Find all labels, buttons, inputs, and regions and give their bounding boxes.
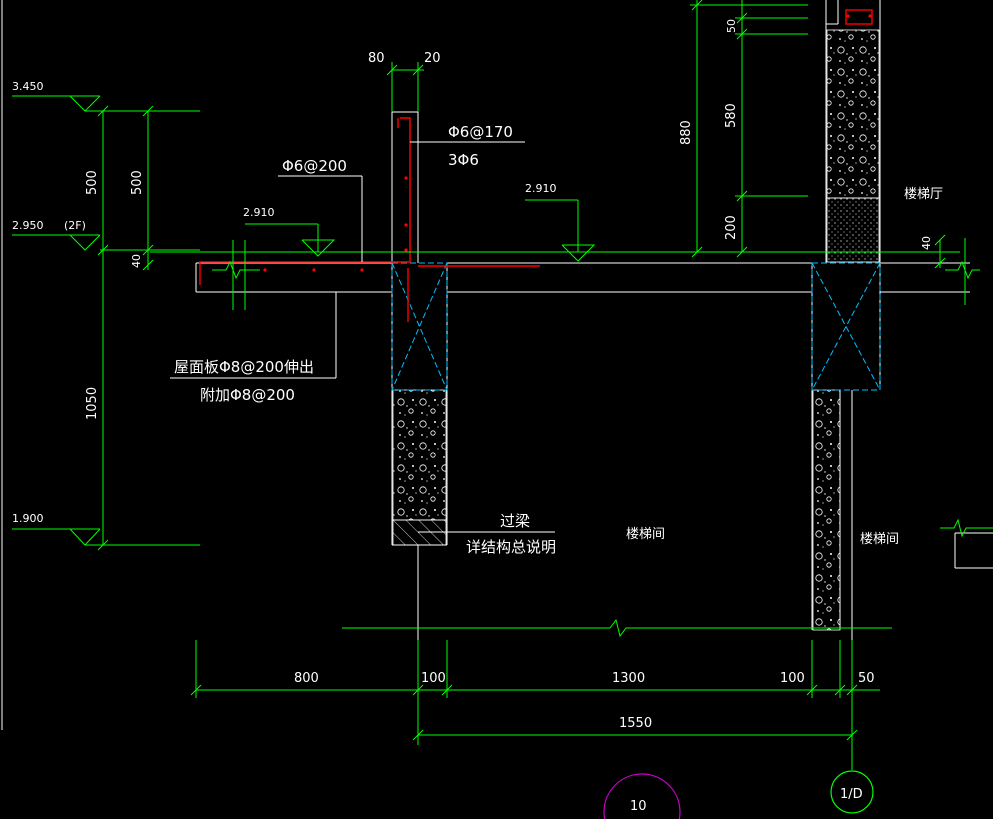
wall-left-concrete <box>392 389 447 521</box>
bottom-dims <box>190 640 880 770</box>
elev-3450: 3.450 <box>12 80 44 93</box>
hdim-50: 50 <box>858 671 875 686</box>
vdim-500-outer: 500 <box>85 170 100 195</box>
dim-80: 80 <box>368 51 385 66</box>
vdim-580: 580 <box>724 103 739 128</box>
axis-label-10: 10 <box>630 799 647 814</box>
label-3phi6: 3Φ6 <box>448 151 479 169</box>
hdim-800: 800 <box>294 671 319 686</box>
elev-2950-floor: (2F) <box>64 219 86 232</box>
elev-2950: 2.950 <box>12 219 44 232</box>
room-stair-right: 楼梯间 <box>860 532 899 547</box>
leader-lines <box>170 141 555 533</box>
right-vertical-dims <box>690 0 946 269</box>
hdim-1550: 1550 <box>619 716 652 731</box>
note-lintel-ref: 详结构总说明 <box>466 538 556 556</box>
label-phi6-170: Φ6@170 <box>448 123 513 141</box>
room-stair-center: 楼梯间 <box>626 527 665 542</box>
top-dims <box>386 62 424 112</box>
vdim-500-inner: 500 <box>130 170 145 195</box>
vdim-40-left: 40 <box>130 254 143 268</box>
elev-2910-symbols <box>245 199 596 262</box>
break-lines <box>150 238 993 638</box>
room-stair-hall: 楼梯厅 <box>904 187 943 202</box>
vdim-880: 880 <box>679 120 694 145</box>
rebar-dots <box>263 14 872 272</box>
hdim-100-left: 100 <box>421 671 446 686</box>
rebar <box>199 9 873 322</box>
hdim-1300: 1300 <box>612 671 645 686</box>
wall-right-dots <box>826 197 880 263</box>
axis-bubble-10 <box>603 773 681 819</box>
vdim-1050: 1050 <box>85 387 100 420</box>
axis-bubble-1d <box>830 770 874 814</box>
vdim-50-top: 50 <box>725 19 738 33</box>
beam-cross-hatch <box>391 262 881 391</box>
label-roof-slab: 屋面板Φ8@200伸出 <box>174 358 314 376</box>
wall-right-concrete-upper <box>826 29 880 199</box>
vdim-200: 200 <box>724 215 739 240</box>
wall-right-concrete-lower <box>812 389 841 631</box>
label-additional: 附加Φ8@200 <box>200 386 295 404</box>
elev-1900: 1.900 <box>12 512 44 525</box>
elevation-group <box>12 95 200 551</box>
label-phi6-200: Φ6@200 <box>282 157 347 175</box>
elev-2910-right: 2.910 <box>525 182 557 195</box>
elev-2910-left: 2.910 <box>243 206 275 219</box>
note-lintel: 过梁 <box>500 512 530 530</box>
vdim-40-right: 40 <box>920 236 933 250</box>
hdim-100-right: 100 <box>780 671 805 686</box>
slab-outline <box>195 0 993 740</box>
dim-20: 20 <box>424 51 441 66</box>
axis-label-1d: 1/D <box>840 787 863 802</box>
